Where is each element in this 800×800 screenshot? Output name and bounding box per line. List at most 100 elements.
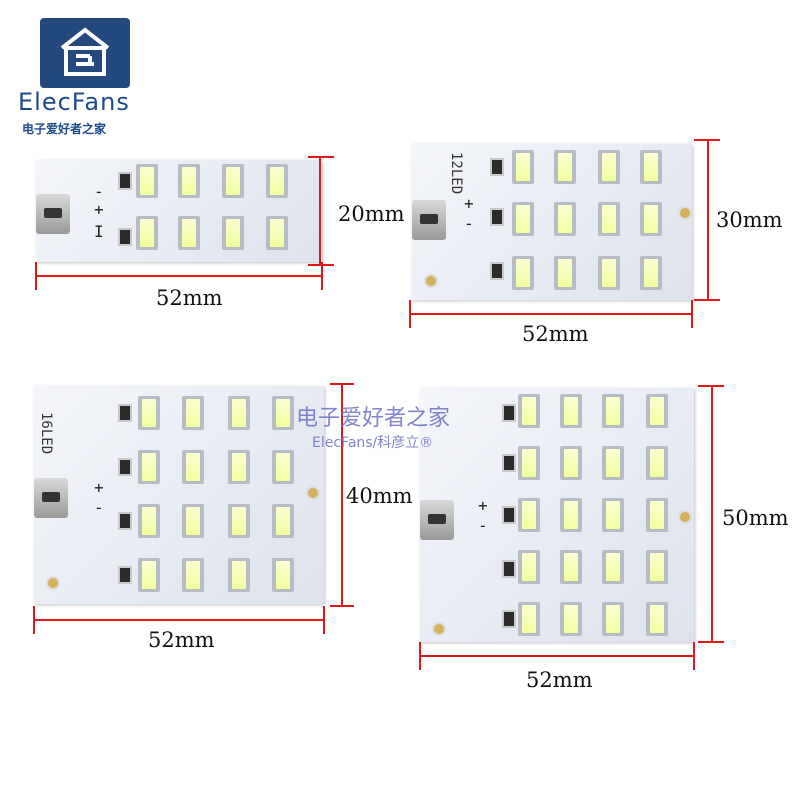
led bbox=[640, 202, 662, 236]
led bbox=[182, 396, 204, 430]
led bbox=[518, 550, 540, 584]
led bbox=[518, 498, 540, 532]
led bbox=[518, 446, 540, 480]
polarity-mark: I bbox=[94, 222, 104, 241]
led bbox=[602, 602, 624, 636]
mount-hole bbox=[678, 510, 692, 524]
board-silk-label: 16LED bbox=[38, 412, 54, 455]
led bbox=[598, 202, 620, 236]
board-20led: + - bbox=[420, 388, 694, 642]
led bbox=[138, 504, 160, 538]
mount-hole bbox=[46, 576, 60, 590]
led bbox=[512, 256, 534, 290]
polarity-mark: - bbox=[464, 214, 474, 233]
led bbox=[228, 450, 250, 484]
mount-hole bbox=[432, 622, 446, 636]
board-silk-label: 12LED bbox=[448, 152, 464, 195]
led bbox=[182, 504, 204, 538]
led bbox=[272, 450, 294, 484]
led bbox=[560, 602, 582, 636]
watermark-title: 电子爱好者之家 bbox=[296, 406, 451, 431]
led bbox=[518, 602, 540, 636]
led bbox=[266, 164, 288, 198]
led bbox=[602, 550, 624, 584]
led bbox=[646, 394, 668, 428]
led bbox=[646, 498, 668, 532]
usb-port bbox=[412, 200, 446, 240]
resistor bbox=[118, 512, 132, 530]
led bbox=[560, 550, 582, 584]
led bbox=[138, 558, 160, 592]
led bbox=[228, 558, 250, 592]
led bbox=[178, 164, 200, 198]
usb-port bbox=[36, 194, 70, 234]
led bbox=[272, 558, 294, 592]
led bbox=[598, 150, 620, 184]
watermark-subtitle: ElecFans/科彦立® bbox=[312, 435, 434, 451]
width-label: 52mm bbox=[522, 322, 589, 346]
height-label: 40mm bbox=[346, 484, 413, 508]
led bbox=[222, 216, 244, 250]
polarity-mark: + bbox=[478, 496, 488, 515]
polarity-mark: + bbox=[464, 194, 474, 213]
led bbox=[640, 256, 662, 290]
led bbox=[222, 164, 244, 198]
led bbox=[598, 256, 620, 290]
mount-hole bbox=[678, 206, 692, 220]
led bbox=[646, 446, 668, 480]
width-label: 52mm bbox=[156, 286, 223, 310]
board-8led: - + I bbox=[36, 160, 322, 262]
resistor bbox=[118, 172, 132, 190]
led bbox=[554, 150, 576, 184]
led bbox=[646, 550, 668, 584]
led bbox=[182, 558, 204, 592]
resistor bbox=[490, 158, 504, 176]
height-label: 50mm bbox=[722, 506, 789, 530]
led bbox=[512, 202, 534, 236]
led bbox=[560, 394, 582, 428]
led bbox=[554, 202, 576, 236]
elecfans-logo bbox=[40, 18, 130, 88]
led bbox=[136, 216, 158, 250]
led bbox=[136, 164, 158, 198]
resistor bbox=[502, 506, 516, 524]
polarity-mark: - bbox=[94, 182, 104, 201]
led bbox=[560, 446, 582, 480]
usb-port bbox=[34, 478, 68, 518]
led bbox=[228, 396, 250, 430]
brand-subtitle: 电子爱好者之家 bbox=[22, 122, 107, 136]
resistor bbox=[118, 228, 132, 246]
led bbox=[554, 256, 576, 290]
led bbox=[512, 150, 534, 184]
led bbox=[228, 504, 250, 538]
resistor bbox=[490, 208, 504, 226]
led bbox=[602, 498, 624, 532]
usb-port bbox=[420, 500, 454, 540]
board-16led: 16LED + - bbox=[34, 386, 324, 604]
resistor bbox=[118, 458, 132, 476]
led bbox=[178, 216, 200, 250]
resistor bbox=[502, 404, 516, 422]
polarity-mark: - bbox=[94, 498, 104, 517]
led bbox=[518, 394, 540, 428]
resistor bbox=[502, 560, 516, 578]
board-12led: 12LED + - bbox=[412, 144, 692, 300]
resistor bbox=[490, 262, 504, 280]
led bbox=[560, 498, 582, 532]
led bbox=[138, 450, 160, 484]
height-label: 20mm bbox=[338, 202, 405, 226]
resistor bbox=[502, 610, 516, 628]
led bbox=[182, 450, 204, 484]
led bbox=[138, 396, 160, 430]
width-label: 52mm bbox=[148, 628, 215, 652]
led bbox=[602, 394, 624, 428]
mount-hole bbox=[424, 274, 438, 288]
width-label: 52mm bbox=[526, 668, 593, 692]
resistor bbox=[502, 454, 516, 472]
polarity-mark: - bbox=[478, 516, 488, 535]
height-label: 30mm bbox=[716, 208, 783, 232]
led bbox=[602, 446, 624, 480]
led bbox=[266, 216, 288, 250]
resistor bbox=[118, 404, 132, 422]
led bbox=[646, 602, 668, 636]
